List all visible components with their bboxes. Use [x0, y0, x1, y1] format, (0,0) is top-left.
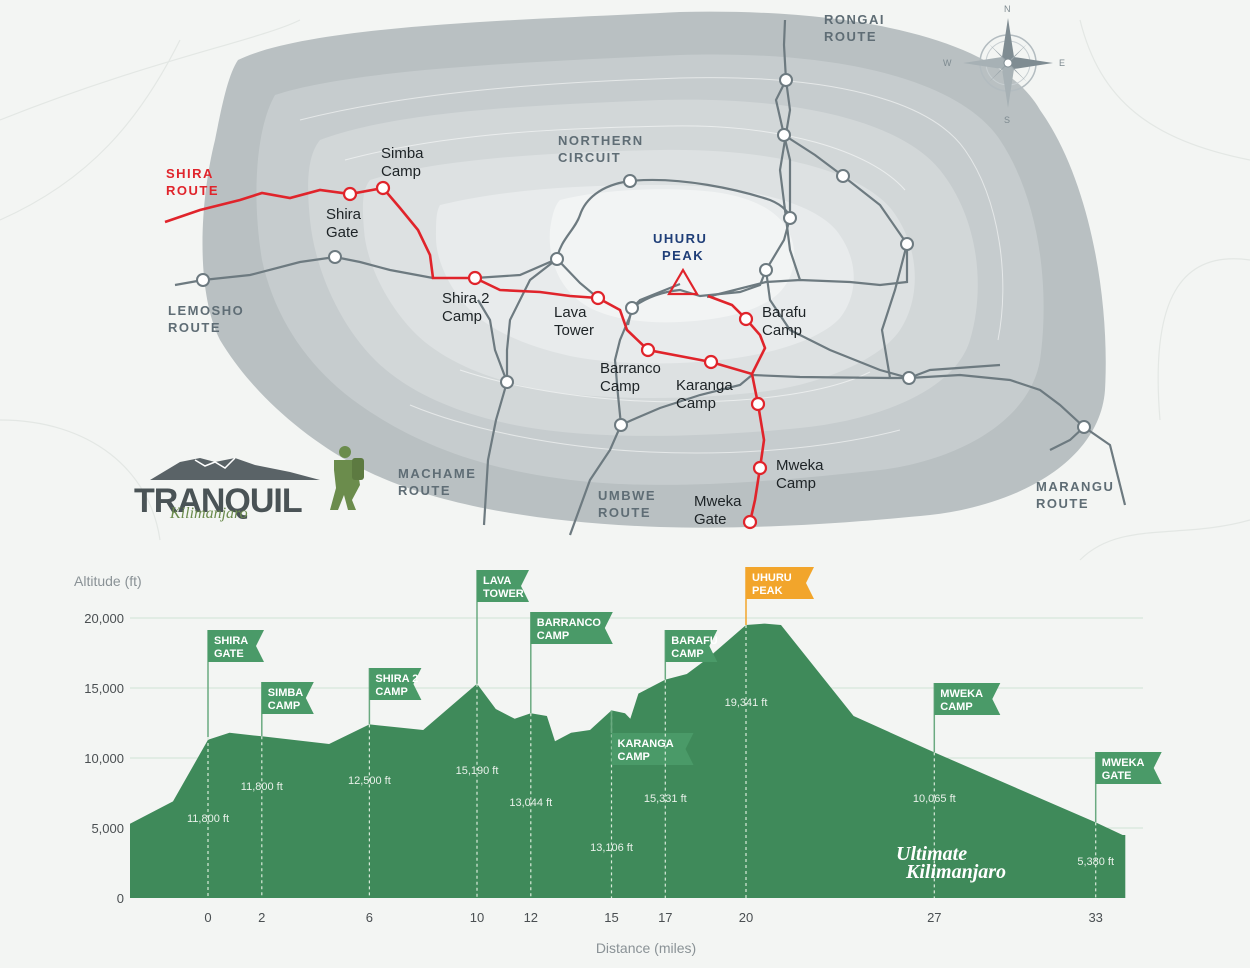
y-tick-label: 0 — [117, 891, 124, 906]
stop-flag — [369, 668, 422, 700]
stop-flag-label: SHIRA 2 — [375, 673, 418, 685]
stop-flag — [477, 570, 529, 602]
x-tick-label: 33 — [1088, 910, 1102, 925]
stop-flag-label: CAMP — [671, 648, 703, 660]
stop-flag-label: KARANGA — [618, 738, 674, 750]
x-axis-title: Distance (miles) — [596, 940, 696, 956]
stop-flag-label: SHIRA — [214, 635, 248, 647]
y-tick-label: 15,000 — [84, 681, 124, 696]
x-tick-label: 2 — [258, 910, 265, 925]
grey-waypoints — [196, 73, 1091, 434]
compass-s-label: S — [1004, 115, 1010, 125]
summit-triangle-icon — [667, 267, 699, 296]
stop-altitude-label: 12,500 ft — [348, 775, 391, 787]
stop-flag-label: CAMP — [537, 630, 569, 642]
stop-flag-label: CAMP — [375, 686, 407, 698]
stop-altitude-label: 15,331 ft — [644, 793, 687, 805]
stop-flag — [1095, 752, 1162, 784]
grey-routes — [174, 19, 1127, 536]
stop-flag-label: PEAK — [752, 585, 783, 597]
x-tick-label: 12 — [524, 910, 538, 925]
stop-flag-label: SIMBA — [268, 687, 304, 699]
stop-flag — [261, 682, 314, 714]
stop-flag-label: GATE — [214, 648, 244, 660]
stop-flag — [611, 733, 694, 765]
tranquil-logo-subtext: Kilimanjaro — [169, 505, 248, 522]
y-axis-title: Altitude (ft) — [74, 573, 142, 589]
stop-flag — [208, 630, 264, 662]
ultimate-kilimanjaro-brand: Kilimanjaro — [905, 861, 1006, 883]
stop-altitude-label: 13,106 ft — [590, 842, 633, 854]
x-tick-label: 15 — [604, 910, 618, 925]
compass-n-label: N — [1004, 4, 1011, 14]
stop-altitude-label: 15,190 ft — [456, 765, 499, 777]
stop-flag-label: MWEKA — [940, 688, 983, 700]
red-waypoints — [342, 180, 768, 530]
stop-flag-label: LAVA — [483, 575, 511, 587]
stop-flag-label: BARRANCO — [537, 617, 602, 629]
stop-flag — [530, 612, 613, 644]
stop-flag-label: TOWER — [483, 588, 524, 600]
stop-altitude-label: 19,341 ft — [725, 697, 768, 709]
stop-flag-label: GATE — [1102, 770, 1132, 782]
altitude-profile-chart: 0 5,000 10,000 15,000 20,000 Altitude (ft) 0 2 6… — [74, 567, 1162, 956]
background-topo-lines — [0, 19, 1250, 561]
tranquil-kilimanjaro-logo: TRANQUIL Kilimanjaro — [134, 446, 364, 522]
x-tick-label: 10 — [470, 910, 484, 925]
stop-altitude-label: 11,800 ft — [187, 813, 229, 825]
y-tick-label: 5,000 — [91, 821, 124, 836]
compass-e-label: E — [1059, 58, 1065, 68]
compass-rose-icon — [963, 18, 1053, 108]
x-tick-label: 0 — [204, 910, 211, 925]
stop-flag-label: BARAFU — [671, 635, 717, 647]
y-tick-label: 20,000 — [84, 611, 124, 626]
stop-altitude-label: 5,380 ft — [1077, 856, 1114, 868]
x-tick-label: 17 — [658, 910, 672, 925]
x-tick-label: 6 — [366, 910, 373, 925]
stop-flag-label: UHURU — [752, 572, 792, 584]
stop-flag-label: MWEKA — [1102, 757, 1145, 769]
stop-altitude-label: 11,800 ft — [241, 781, 283, 793]
kilimanjaro-massif — [202, 11, 1106, 528]
y-tick-label: 10,000 — [84, 751, 124, 766]
x-tick-label: 20 — [739, 910, 753, 925]
stop-flag — [934, 683, 1001, 715]
stop-altitude-label: 10,065 ft — [913, 793, 956, 805]
stop-flag-label: CAMP — [618, 751, 650, 763]
stop-flag-label: CAMP — [940, 701, 972, 713]
x-tick-label: 27 — [927, 910, 941, 925]
stop-altitude-label: 13,044 ft — [509, 797, 552, 809]
tranquil-logo-text: TRANQUIL — [134, 482, 302, 520]
ultimate-kilimanjaro-brand: Ultimate — [896, 843, 967, 865]
stop-flag — [746, 567, 814, 599]
compass-w-label: W — [943, 58, 952, 68]
stop-flag — [665, 630, 718, 662]
stop-flag-label: CAMP — [268, 700, 300, 712]
